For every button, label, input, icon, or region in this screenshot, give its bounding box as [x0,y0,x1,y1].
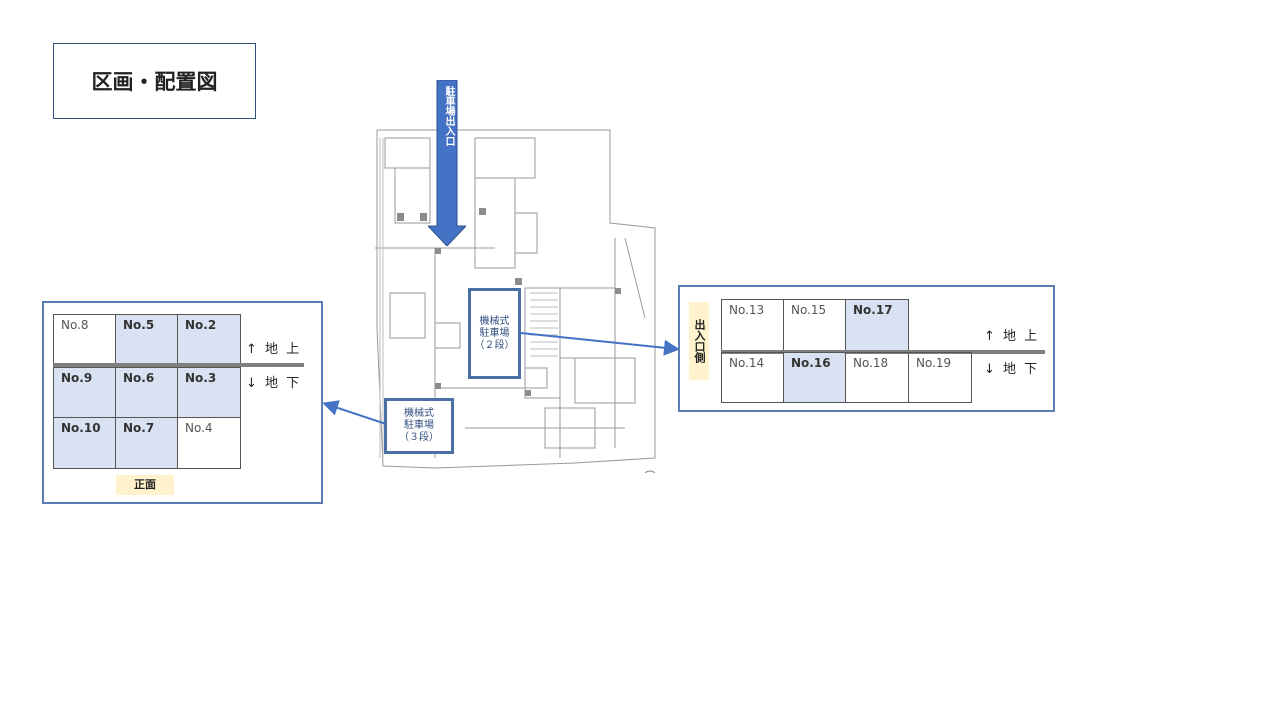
floor-plan-drawing [375,129,656,473]
space-19[interactable]: No.19 [908,352,972,403]
space-13[interactable]: No.13 [721,299,784,352]
entrance-arrow-icon [428,80,466,246]
mech-3-line-2: 駐車場 [404,420,434,431]
mech-3-line-1: 機械式 [404,408,434,419]
space-14[interactable]: No.14 [721,352,784,403]
space-16[interactable]: No.16 [783,352,846,403]
page-title: 区画・配置図 [53,43,256,119]
space-5[interactable]: No.5 [115,314,178,365]
entrance-arrow-label: 駐車場出入口 [443,86,454,146]
front-label: 正面 [116,475,174,495]
three-tier-parking-panel: No.8 No.5 No.2 No.9 No.6 No.3 No.10 No.7… [42,301,323,504]
space-10[interactable]: No.10 [53,417,116,469]
space-8[interactable]: No.8 [53,314,116,365]
below-ground-label: ↓ 地 下 [246,376,302,391]
mech-2-line-2: 駐車場 [479,327,510,339]
space-17[interactable]: No.17 [845,299,909,352]
space-6[interactable]: No.6 [115,367,178,418]
mech-2-line-3: （２段） [474,339,515,351]
above-ground-label-right: ↑ 地 上 [984,329,1040,344]
mech-parking-3tier-marker[interactable]: 機械式 駐車場 （３段） [384,398,454,454]
two-tier-parking-panel: 出入口側 No.13 No.15 No.17 No.14 No.16 No.18… [678,285,1055,412]
above-ground-label: ↑ 地 上 [246,342,302,357]
mech-parking-2tier-marker[interactable]: 機械式 駐車場 （２段） [468,288,521,379]
space-3[interactable]: No.3 [177,367,241,418]
entrance-side-label: 出入口側 [689,302,709,380]
mech-2-line-1: 機械式 [479,315,510,327]
space-18[interactable]: No.18 [845,352,909,403]
mech-3-line-3: （３段） [399,432,439,443]
below-ground-label-right: ↓ 地 下 [984,362,1040,377]
space-4[interactable]: No.4 [177,417,241,469]
space-15[interactable]: No.15 [783,299,846,352]
space-9[interactable]: No.9 [53,367,116,418]
ground-level-divider [53,363,304,367]
space-7[interactable]: No.7 [115,417,178,469]
space-2[interactable]: No.2 [177,314,241,365]
